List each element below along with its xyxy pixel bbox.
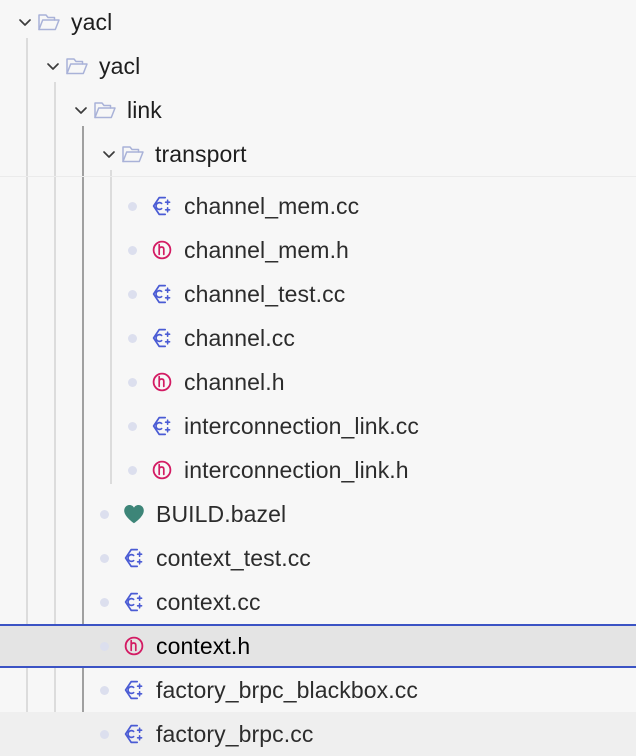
- folder-name-label: link: [127, 96, 162, 123]
- tree-file-row[interactable]: channel_test.cc: [0, 272, 636, 316]
- c-header-icon: [150, 238, 174, 262]
- file-name-label: BUILD.bazel: [156, 500, 287, 527]
- row-separator-0: [0, 176, 636, 177]
- tree-file-row[interactable]: BUILD.bazel: [0, 492, 636, 536]
- tree-bullet-dot: [100, 597, 109, 607]
- tree-file-row[interactable]: channel.h: [0, 360, 636, 404]
- tree-file-row[interactable]: channel_mem.h: [0, 228, 636, 272]
- tree-bullet-dot: [100, 641, 109, 651]
- tree-bullet-dot: [100, 685, 109, 695]
- c-header-icon: [150, 370, 174, 394]
- file-name-label: interconnection_link.cc: [184, 412, 419, 439]
- indent-guide-3: [110, 170, 112, 484]
- c-header-icon: [150, 458, 174, 482]
- tree-file-row[interactable]: channel_mem.cc: [0, 184, 636, 228]
- file-name-label: interconnection_link.h: [184, 456, 409, 483]
- cpp-source-icon: [122, 678, 146, 702]
- folder-open-icon: [92, 97, 118, 123]
- folder-open-icon: [120, 141, 146, 167]
- tree-file-row[interactable]: channel.cc: [0, 316, 636, 360]
- folder-name-label: transport: [155, 140, 247, 167]
- file-name-label: channel.cc: [184, 324, 295, 351]
- file-name-label: factory_brpc_blackbox.cc: [156, 676, 418, 703]
- bazel-icon: [122, 502, 146, 526]
- tree-folder-row[interactable]: yacl: [0, 44, 636, 88]
- indent-guide-0: [26, 38, 28, 730]
- file-name-label: channel_test.cc: [184, 280, 346, 307]
- cpp-source-icon: [150, 282, 174, 306]
- chevron-down-icon[interactable]: [42, 55, 64, 77]
- tree-bullet-dot: [128, 465, 137, 475]
- tree-bullet-dot: [128, 421, 137, 431]
- file-name-label: context.cc: [156, 588, 261, 615]
- indent-guide-2: [82, 126, 84, 730]
- cpp-source-icon: [150, 414, 174, 438]
- cpp-source-icon: [122, 590, 146, 614]
- folder-name-label: yacl: [71, 8, 113, 35]
- tree-file-row[interactable]: context.cc: [0, 580, 636, 624]
- tree-bullet-dot: [128, 201, 137, 211]
- file-name-label: factory_brpc.cc: [156, 720, 314, 747]
- file-name-label: channel_mem.h: [184, 236, 349, 263]
- cpp-source-icon: [122, 546, 146, 570]
- tree-folder-row[interactable]: link: [0, 88, 636, 132]
- tree-file-row[interactable]: interconnection_link.cc: [0, 404, 636, 448]
- tree-folder-row[interactable]: yacl: [0, 0, 636, 44]
- chevron-down-icon[interactable]: [70, 99, 92, 121]
- c-header-icon: [122, 634, 146, 658]
- folder-name-label: yacl: [99, 52, 141, 79]
- tree-bullet-dot: [100, 509, 109, 519]
- cpp-source-icon: [122, 722, 146, 746]
- file-name-label: channel.h: [184, 368, 285, 395]
- tree-bullet-dot: [128, 333, 137, 343]
- file-name-label: context.h: [156, 632, 251, 659]
- folder-open-icon: [36, 9, 62, 35]
- file-name-label: channel_mem.cc: [184, 192, 360, 219]
- file-name-label: context_test.cc: [156, 544, 311, 571]
- tree-bullet-dot: [100, 553, 109, 563]
- chevron-down-icon[interactable]: [98, 143, 120, 165]
- folder-open-icon: [64, 53, 90, 79]
- tree-file-row[interactable]: context_test.cc: [0, 536, 636, 580]
- indent-guide-1: [54, 82, 56, 730]
- cpp-source-icon: [150, 326, 174, 350]
- tree-file-row[interactable]: context.h: [0, 624, 636, 668]
- chevron-down-icon[interactable]: [14, 11, 36, 33]
- tree-file-row[interactable]: factory_brpc_blackbox.cc: [0, 668, 636, 712]
- tree-bullet-dot: [128, 377, 137, 387]
- tree-bullet-dot: [128, 289, 137, 299]
- tree-bullet-dot: [128, 245, 137, 255]
- tree-file-row[interactable]: factory_brpc.cc: [0, 712, 636, 756]
- tree-folder-row[interactable]: transport: [0, 132, 636, 176]
- tree-file-row[interactable]: interconnection_link.h: [0, 448, 636, 492]
- cpp-source-icon: [150, 194, 174, 218]
- tree-bullet-dot: [100, 729, 109, 739]
